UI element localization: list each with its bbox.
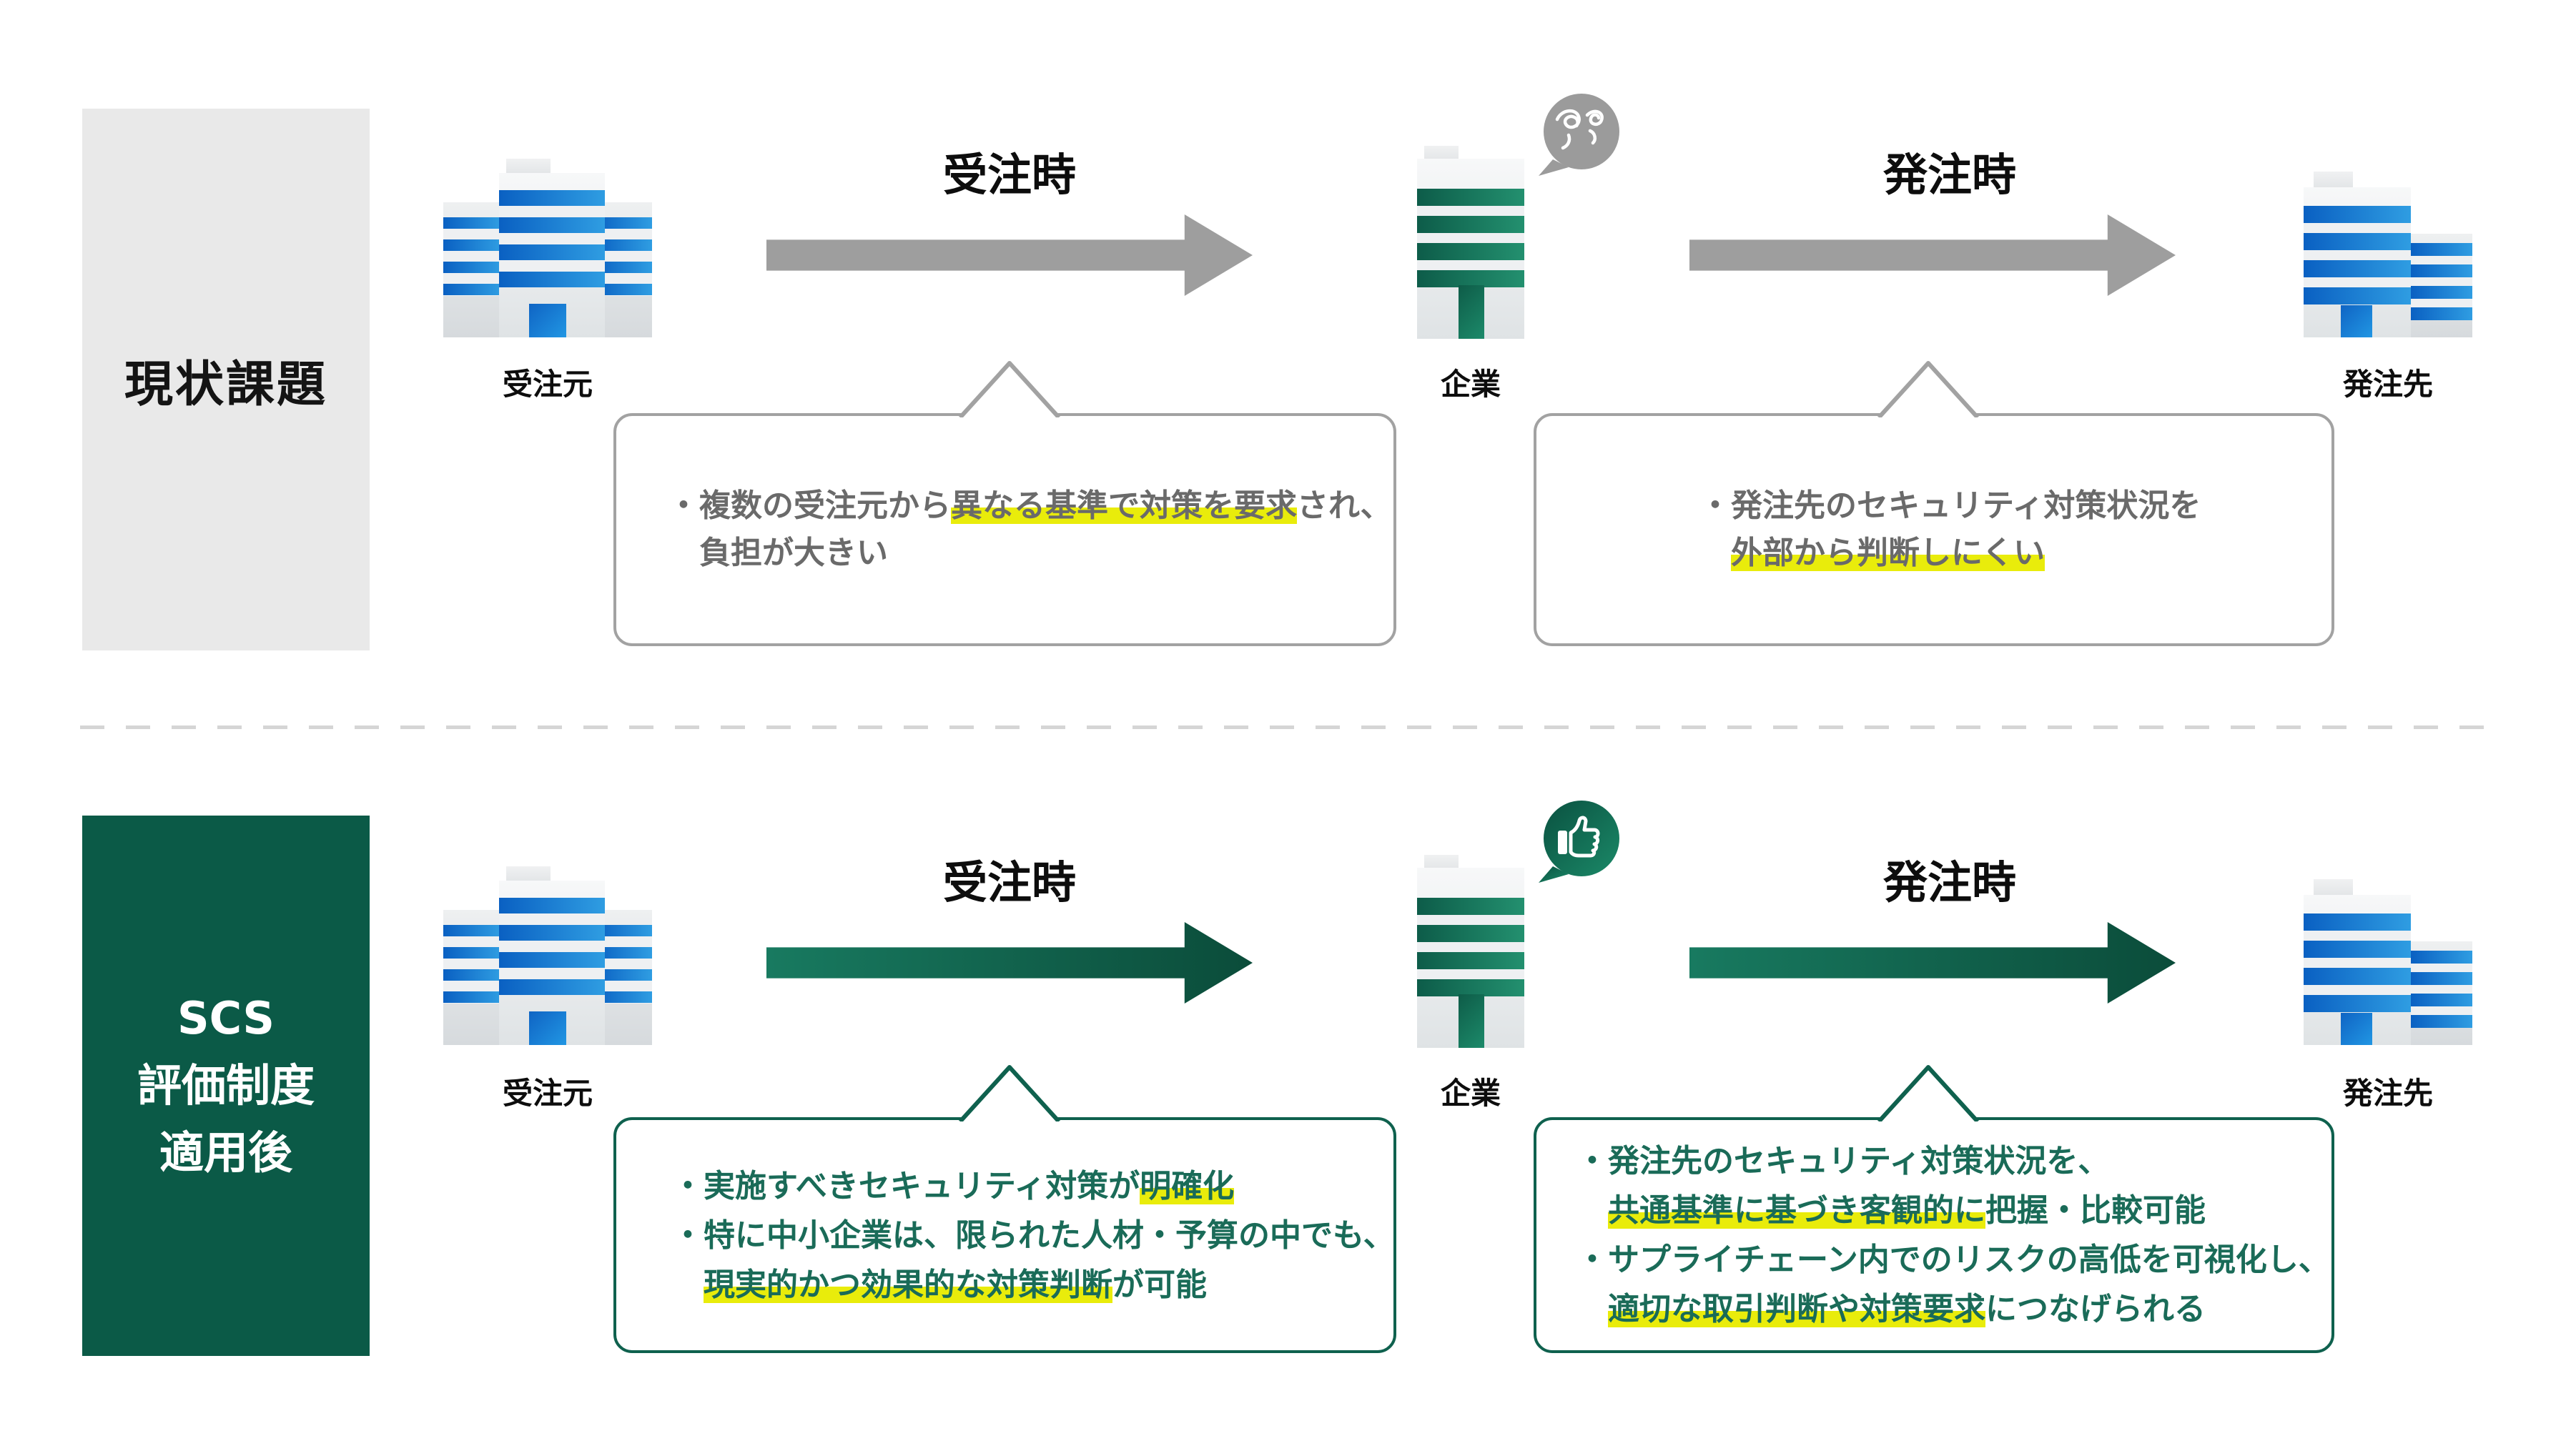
callout-line: 適切な取引判断や対策要求につなげられる <box>1608 1291 2206 1327</box>
supplier-building-icon <box>2304 159 2472 337</box>
orderer-building-icon <box>443 866 652 1045</box>
callout-line: ・特に中小企業は、限られた人材・予算の中でも、 <box>672 1217 1395 1254</box>
callout-current-order: ・発注先のセキュリティ対策状況を外部から判断しにくい <box>1534 413 2334 646</box>
callout-line: 外部から判断しにくい <box>1731 535 2045 571</box>
thumbs-up-icon <box>1539 801 1619 883</box>
order-heading: 発注時 <box>1882 856 2016 908</box>
receive-arrow <box>766 214 1253 296</box>
row-panel-scs-applied: SCS 評価制度 適用後 <box>82 816 370 1356</box>
row-panel-current-issues: 現状課題 <box>82 109 370 650</box>
callout-current-receive: ・複数の受注元から異なる基準で対策を要求され、負担が大きい <box>613 413 1396 646</box>
callout-line: 負担が大きい <box>699 535 888 571</box>
callout-notch <box>958 361 1061 417</box>
callout-notch <box>1877 361 1980 417</box>
callout-notch <box>1877 1065 1980 1121</box>
section-divider <box>80 726 2495 729</box>
callout-notch <box>958 1065 1061 1121</box>
callout-line: ・複数の受注元から異なる基準で対策を要求され、 <box>668 487 1392 524</box>
callout-line: 現実的かつ効果的な対策判断が可能 <box>704 1266 1207 1303</box>
callout-current-order-text: ・発注先のセキュリティ対策状況を外部から判断しにくい <box>1536 416 2331 643</box>
row-label-current: 現状課題 <box>124 356 327 413</box>
callout-line: ・実施すべきセキュリティ対策が明確化 <box>672 1167 1235 1204</box>
callout-scs-receive-text: ・実施すべきセキュリティ対策が明確化・特に中小企業は、限られた人材・予算の中でも… <box>616 1120 1395 1350</box>
callout-line: 共通基準に基づき客観的に把握・比較可能 <box>1608 1192 2206 1229</box>
scs-label-line: 適用後 <box>159 1126 292 1179</box>
confused-scribble-icon <box>1539 94 1619 176</box>
receive-arrow-scs <box>766 922 1253 1004</box>
callout-current-receive-text: ・複数の受注元から異なる基準で対策を要求され、負担が大きい <box>616 416 1393 643</box>
scs-label-line: 評価制度 <box>137 1059 315 1111</box>
orderer-building-icon <box>443 159 652 337</box>
receive-heading: 受注時 <box>942 149 1076 201</box>
receive-heading: 受注時 <box>942 856 1076 908</box>
callout-line: ・サプライチェーン内でのリスクの高低を可視化し、 <box>1576 1242 2330 1278</box>
orderer-label: 受注元 <box>502 367 593 402</box>
order-arrow <box>1689 214 2176 296</box>
order-arrow-scs <box>1689 922 2176 1004</box>
company-building-icon <box>1417 855 1524 1048</box>
supplier-label: 発注先 <box>2342 367 2433 402</box>
callout-scs-order: ・発注先のセキュリティ対策状況を、共通基準に基づき客観的に把握・比較可能・サプラ… <box>1534 1117 2334 1353</box>
supplier-building-icon <box>2304 866 2472 1045</box>
callout-scs-receive: ・実施すべきセキュリティ対策が明確化・特に中小企業は、限られた人材・予算の中でも… <box>613 1117 1396 1353</box>
callout-line: ・発注先のセキュリティ対策状況を、 <box>1576 1143 2110 1179</box>
orderer-label: 受注元 <box>502 1076 593 1111</box>
company-label: 企業 <box>1440 1076 1501 1111</box>
company-building-icon <box>1417 146 1524 339</box>
supplier-label: 発注先 <box>2342 1076 2433 1111</box>
callout-scs-order-text: ・発注先のセキュリティ対策状況を、共通基準に基づき客観的に把握・比較可能・サプラ… <box>1536 1120 2331 1350</box>
order-heading: 発注時 <box>1882 149 2016 201</box>
scs-label-line: SCS <box>177 992 275 1044</box>
callout-line: ・発注先のセキュリティ対策状況を <box>1699 487 2201 524</box>
company-label: 企業 <box>1440 367 1501 402</box>
